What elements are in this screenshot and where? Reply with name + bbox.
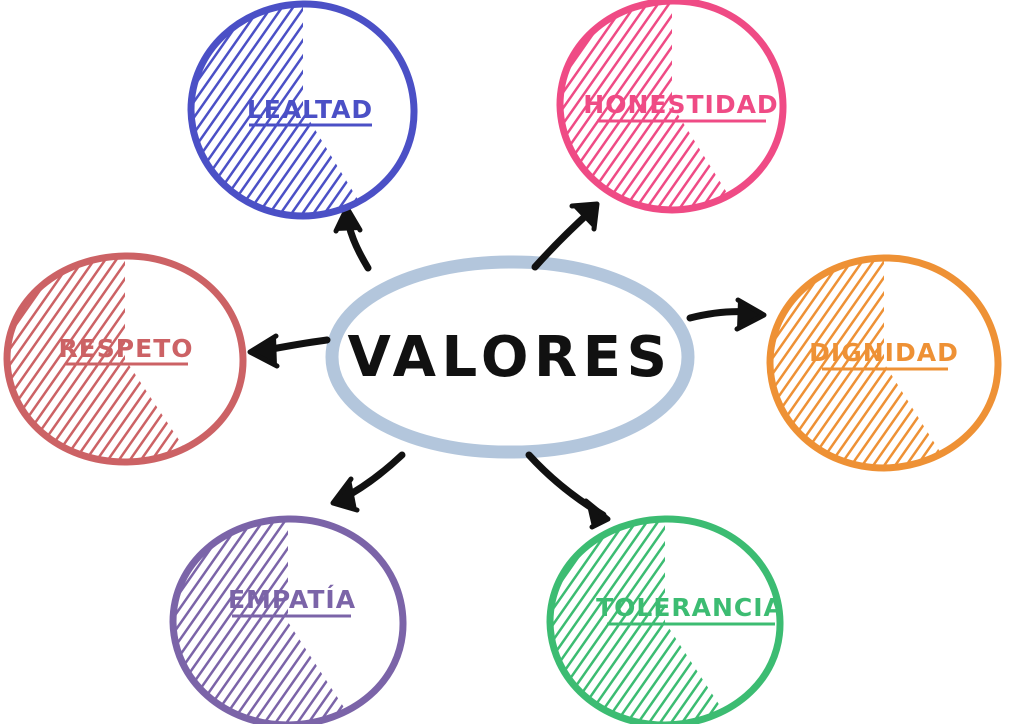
empatia-circle-outline	[169, 515, 407, 724]
arrow-to-tolerancia	[525, 451, 611, 530]
branch-node-respeto[interactable]: RESPETO	[3, 252, 247, 466]
branch-node-lealtad[interactable]: LEALTAD	[187, 0, 418, 220]
honestidad-label: HONESTIDAD	[583, 90, 778, 119]
dignidad-circle-outline	[766, 254, 1002, 472]
branch-node-empatia[interactable]: EMPATÍA	[169, 515, 407, 724]
branch-node-dignidad[interactable]: DIGNIDAD	[766, 254, 1002, 472]
lealtad-label: LEALTAD	[247, 95, 373, 124]
respeto-label: RESPETO	[58, 334, 193, 363]
branch-node-honestidad[interactable]: HONESTIDAD	[556, 0, 787, 214]
branch-node-tolerancia[interactable]: TOLERANCIA	[546, 515, 784, 724]
honestidad-circle-outline	[556, 0, 787, 214]
tolerancia-circle-outline	[546, 515, 784, 724]
arrow-to-empatia	[330, 451, 406, 513]
empatia-label: EMPATÍA	[228, 585, 356, 614]
arrow-to-dignidad	[686, 297, 767, 332]
center-node[interactable]: VALORES	[325, 255, 695, 459]
center-ellipse-outline	[325, 255, 695, 459]
dignidad-label: DIGNIDAD	[809, 338, 959, 367]
lealtad-circle-outline	[187, 0, 418, 220]
arrow-to-lealtad	[333, 205, 372, 272]
tolerancia-label: TOLERANCIA	[596, 593, 784, 622]
center-node-label: VALORES	[347, 325, 672, 390]
respeto-circle-outline	[3, 252, 247, 466]
arrow-to-respeto	[247, 333, 331, 369]
arrow-to-honestidad	[531, 201, 600, 271]
